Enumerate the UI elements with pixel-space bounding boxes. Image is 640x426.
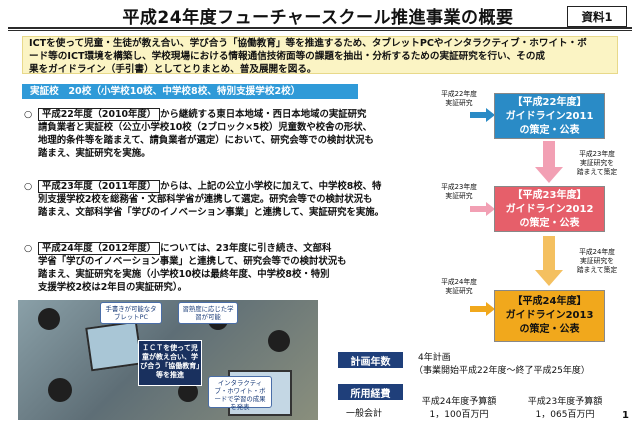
flow-step-label: 平成24年度 実証研究を 踏まえて策定: [576, 248, 618, 274]
tablet-callout: 手書きが可能なタブレットPC: [100, 302, 162, 324]
year-label: 平成23年度（2011年度）: [38, 180, 161, 193]
paragraph-line: 踏まえ、実証研究を実施（小学校10校は最終年度、中学校8校・特別: [38, 269, 330, 280]
title-divider-thin: [8, 30, 632, 31]
plan-value: 4年計画: [418, 353, 451, 363]
classroom-photo: 手書きが可能なタブレットPC 習熟度に応じた学習が可能 ＩＣＴを使って児童が教え…: [18, 300, 318, 420]
whiteboard-callout: インタラクティブ・ホワイト・ボードで学習の成果を発表: [208, 376, 272, 411]
paragraph-line: 踏まえ、実証研究を実施。: [38, 148, 151, 159]
summary-line-2: ード等のICT環境を構築し、学校現場における情報通信技術面等の課題を抽出・分析す…: [29, 50, 546, 62]
document-badge: 資料1: [567, 6, 627, 27]
page-number: 1: [622, 410, 629, 421]
paragraph-2010: ○ 平成22年度（2010年度）から継続する東日本地域・西日本地域の実証研究 請負…: [24, 108, 424, 160]
student-figure: [48, 378, 72, 402]
paragraph-line: から継続する東日本地域・西日本地域の実証研究: [160, 109, 367, 120]
flow-step-label: 平成23年度 実証研究: [441, 183, 477, 200]
paragraph-line: については、23年度に引き続き、文部科: [160, 243, 332, 254]
paragraph-2011: ○平成23年度（2011年度）からは、上記の公立小学校に加えて、中学校8校、特 …: [24, 180, 424, 219]
flow-arrow-right: [470, 202, 495, 216]
flow-arrow-down: [535, 236, 563, 286]
collaborative-learning-box: ＩＣＴを使って児童が教え合い、学び合う「協働教育」等を推進: [138, 340, 202, 386]
flow-arrow-right: [470, 108, 495, 122]
budget-category: 一般会計: [346, 409, 383, 419]
student-figure: [178, 382, 198, 402]
budget-2012-value: 1，100百万円: [429, 410, 489, 420]
bullet-mark: ○: [24, 243, 33, 254]
paragraph-line: 別支援学校2校を総務省・文部科学省が連携して選定。研究会等での検討状況も: [38, 194, 373, 205]
year-label: 平成24年度（2012年度）: [38, 242, 161, 255]
plan-years-tag: 計画年数: [338, 352, 403, 368]
guideline-2012-box: 【平成23年度】 ガイドライン2012 の策定・公表: [494, 186, 605, 232]
summary-line-1: ICTを使って児童・生徒が教え合い、学び合う「協働教育」等を推進するため、タブレ…: [29, 38, 587, 49]
paragraph-2012: ○ 平成24年度（2012年度）については、23年度に引き続き、文部科 学省「学び…: [24, 242, 424, 294]
plan-period: （事業開始平成22年度～終了平成25年度）: [414, 366, 590, 376]
budget-tag: 所用経費: [338, 384, 403, 400]
paragraph-line: 地理的条件等を踏まえて、請負業者が選定）において、研究会等での検討状況も: [38, 135, 374, 146]
flow-step-label: 平成23年度 実証研究を 踏まえて策定: [576, 150, 618, 176]
guideline-2011-box: 【平成22年度】 ガイドライン2011 の策定・公表: [494, 93, 605, 139]
budget-2011-title: 平成23年度予算額: [527, 397, 603, 407]
flow-arrow-right: [470, 302, 495, 316]
budget-2012-title: 平成24年度予算額: [421, 397, 497, 407]
tablet-screen-image: [85, 320, 143, 372]
summary-box: ICTを使って児童・生徒が教え合い、学び合う「協働教育」等を推進するため、タブレ…: [22, 36, 618, 75]
paragraph-line: 踏まえ、文部科学省「学びのイノベーション事業」と連携して、実証研究を実施。: [38, 207, 384, 218]
schools-bar: 実証校 20校（小学校10校、中学校8校、特別支援学校2校）: [22, 84, 358, 99]
student-figure: [268, 330, 290, 352]
budget-2011-value: 1，065百万円: [535, 410, 595, 420]
summary-line-3: 果をガイドライン（手引書）としてとりまとめ、普及展開を図る。: [29, 63, 317, 75]
flow-step-label: 平成22年度 実証研究: [441, 90, 477, 107]
paragraph-line: 支援学校2校は2年目の実証研究）。: [38, 282, 187, 293]
flow-arrow-down: [535, 141, 563, 183]
guideline-2013-box: 【平成24年度】 ガイドライン2013 の策定・公表: [494, 290, 605, 342]
paragraph-line: 学省「学びのイノベーション事業」と連携して、研究会等での検討状況も: [38, 256, 347, 267]
student-figure: [38, 308, 60, 330]
title-divider: [8, 27, 632, 29]
bullet-mark: ○: [24, 181, 33, 192]
year-label: 平成22年度（2010年度）: [38, 108, 161, 121]
paragraph-line: からは、上記の公立小学校に加えて、中学校8校、特: [160, 181, 382, 192]
proficiency-callout: 習熟度に応じた学習が可能: [178, 302, 238, 324]
flow-step-label: 平成24年度 実証研究: [441, 278, 477, 295]
bullet-mark: ○: [24, 109, 33, 120]
paragraph-line: 請負業者と実証校（公立小学校10校（2ブロック×5校）児童数や校舎の形状、: [38, 122, 372, 133]
page-title: 平成24年度フューチャースクール推進事業の概要: [122, 8, 514, 28]
